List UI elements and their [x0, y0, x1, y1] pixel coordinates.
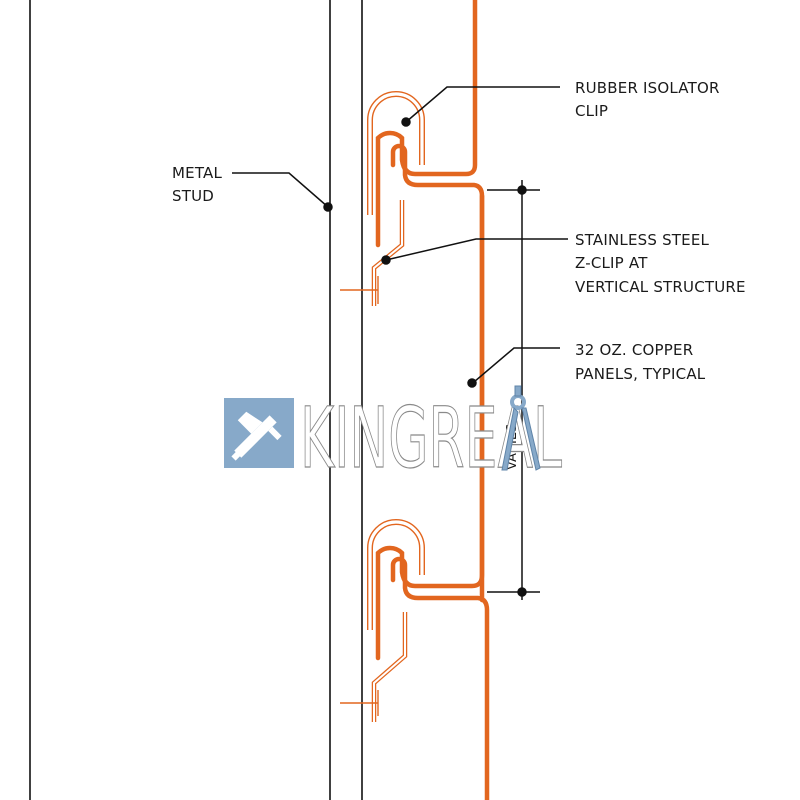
leader-metal-stud: [232, 172, 329, 208]
callout-text-line: VERTICAL STRUCTURE: [575, 278, 746, 296]
clip-assembly-lower: [340, 193, 490, 800]
copper-panel-lip-lower: [390, 556, 490, 800]
isolator-inner-upper: [368, 92, 424, 215]
leader-dot-copper-panels: [467, 378, 477, 388]
watermark-text: KINGREAL: [300, 389, 562, 487]
callout-metal-stud: METAL STUD: [172, 164, 222, 205]
leader-lines: [232, 86, 568, 388]
callout-text-line: CLIP: [575, 102, 608, 120]
caliper-icon: [224, 398, 294, 468]
leader-rubber-isolator: [405, 86, 560, 123]
isolator-inner-lower: [368, 520, 424, 630]
callout-copper-panels: 32 OZ. COPPER PANELS, TYPICAL: [575, 341, 706, 383]
callout-rubber-isolator: RUBBER ISOLATOR CLIP: [575, 79, 720, 120]
copper-panel-lip-upper: [390, 143, 485, 603]
dimension-varies: [487, 180, 540, 600]
clip-assembly-upper: [340, 0, 485, 603]
dimension-tick-top: [517, 185, 527, 195]
metal-stud-lines: [29, 0, 363, 800]
watermark: KINGREAL: [224, 385, 563, 488]
leader-copper-panels: [473, 347, 560, 383]
callout-text-line: PANELS, TYPICAL: [575, 365, 706, 383]
leader-dot-rubber-isolator: [401, 117, 411, 127]
callout-text-line: RUBBER ISOLATOR: [575, 79, 720, 97]
drafting-compass-icon: [501, 385, 541, 471]
leader-dot-z-clip: [381, 255, 391, 265]
dimension-tick-bottom: [517, 587, 527, 597]
leader-dot-metal-stud: [323, 202, 333, 212]
callout-text-line: 32 OZ. COPPER: [575, 341, 693, 359]
callout-text-line: STAINLESS STEEL: [575, 231, 710, 249]
leader-z-clip: [385, 238, 568, 261]
callout-text-line: Z-CLIP AT: [575, 254, 648, 272]
callout-text-line: STUD: [172, 187, 214, 205]
callout-z-clip: STAINLESS STEEL Z-CLIP AT VERTICAL STRUC…: [575, 231, 746, 296]
callout-text-line: METAL: [172, 164, 222, 182]
